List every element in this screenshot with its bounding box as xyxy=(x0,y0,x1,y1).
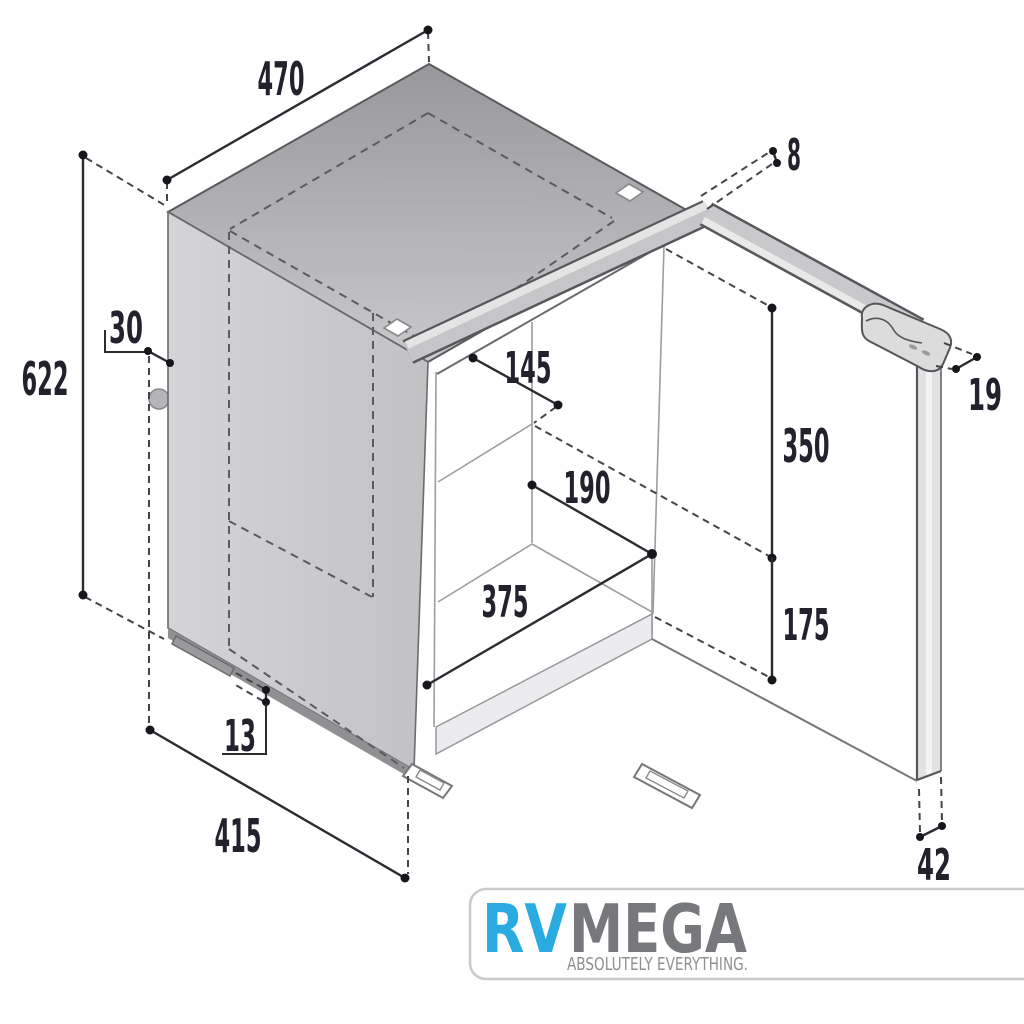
dim-8: 8 xyxy=(700,130,801,210)
rear-knob xyxy=(148,388,170,410)
dim-label-375: 375 xyxy=(482,577,529,628)
dim-622: 622 xyxy=(22,150,167,640)
foot-front-left xyxy=(401,762,454,800)
dim-label-145: 145 xyxy=(505,343,552,394)
foot-rear-left xyxy=(171,634,235,678)
logo-box xyxy=(468,887,1024,981)
dim-42: 42 xyxy=(916,776,951,891)
open-door xyxy=(699,202,953,782)
dim-label-350: 350 xyxy=(783,419,830,473)
dim-label-30: 30 xyxy=(109,303,143,354)
dim-19: 19 xyxy=(935,342,1002,421)
slot-left xyxy=(382,318,413,337)
dim-label-175: 175 xyxy=(783,600,830,651)
dim-label-42: 42 xyxy=(917,840,951,891)
dim-label-8: 8 xyxy=(787,130,801,181)
door-handle xyxy=(860,302,953,373)
logo-text-mega: MEGA xyxy=(569,890,747,968)
dim-415: 415 xyxy=(145,725,410,883)
dim-30: 30 xyxy=(104,303,174,728)
dim-label-13: 13 xyxy=(224,711,256,762)
dim-label-470: 470 xyxy=(258,52,305,106)
dim-350: 350 xyxy=(534,248,830,563)
cabinet-body xyxy=(148,62,918,810)
mounting-feet xyxy=(171,634,702,810)
dim-13: 13 xyxy=(222,671,270,762)
door-bottom-plane-line xyxy=(651,638,918,782)
logo-text-rv: RV xyxy=(482,890,567,968)
dim-label-622: 622 xyxy=(22,352,69,406)
door-edge-panel xyxy=(915,357,942,782)
dim-175: 175 xyxy=(654,556,830,685)
dim-375: 375 xyxy=(422,549,657,690)
base-plinth xyxy=(435,612,653,756)
dim-145: 145 xyxy=(468,343,563,424)
dim-190: 190 xyxy=(527,463,654,556)
dim-label-415: 415 xyxy=(215,809,262,863)
foot-front-center xyxy=(632,762,702,810)
hinge-rail xyxy=(402,200,714,364)
dim-label-190: 190 xyxy=(564,463,611,514)
top-mounting-slots xyxy=(382,183,645,337)
dim-label-19: 19 xyxy=(968,370,1002,421)
logo-tagline: ABSOLUTELY EVERYTHING. xyxy=(567,954,748,975)
rvmega-logo: RV MEGA ABSOLUTELY EVERYTHING. xyxy=(468,887,1024,981)
slot-right xyxy=(614,183,645,202)
dim-470: 470 xyxy=(162,25,433,206)
